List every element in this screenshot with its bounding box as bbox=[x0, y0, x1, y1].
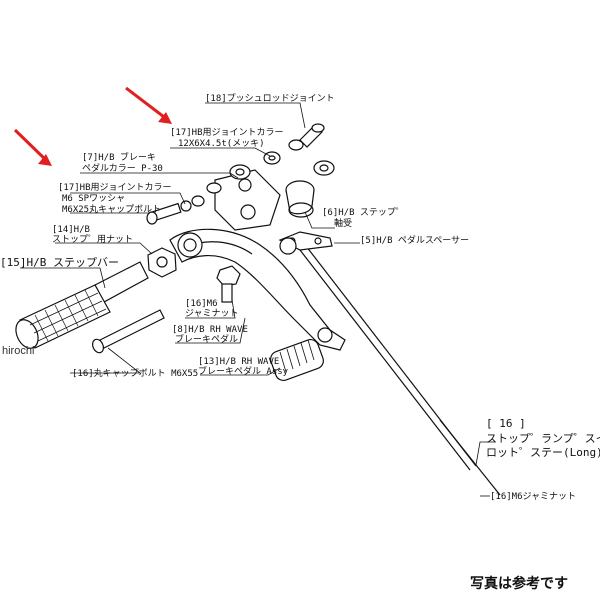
label-push-rod-joint: [18]プッシュロッドジョイント bbox=[205, 93, 335, 104]
label-brake-pedal: [8]H/B RH WAVE bbox=[172, 325, 248, 335]
label-step-bearing: [6]H/B ステップ゜ bbox=[322, 207, 405, 218]
watermark: hirochi bbox=[2, 345, 34, 357]
label-joint-collar-a: [17]HB用ジョイントカラー bbox=[170, 127, 284, 138]
brake-pedal-arm bbox=[169, 228, 346, 351]
label-joint-collar-b: [17]HB用ジョイントカラー bbox=[58, 182, 172, 193]
highlight-arrow-2 bbox=[13, 128, 52, 166]
leader-lines bbox=[20, 102, 495, 497]
jam-nut-m6 bbox=[216, 265, 241, 303]
step-bar bbox=[15, 261, 149, 349]
step-bar-nut bbox=[147, 247, 177, 278]
step-bearing bbox=[285, 180, 315, 218]
label-pedal-spacer: [5]H/B ペダルスペーサー bbox=[360, 234, 469, 246]
bearing-washer bbox=[313, 160, 335, 176]
label-jam-nut-mid: [16]M6 bbox=[185, 299, 218, 309]
label-brake-pedal-assy-spec: ブレーキペダル Assy bbox=[198, 365, 289, 377]
label-jam-nut-mid-spec: ジャミナット bbox=[185, 308, 239, 319]
label-brake-pedal-assy: [13]H/B RH WAVE bbox=[198, 357, 279, 367]
pedal-bracket-plate bbox=[214, 169, 281, 231]
label-joint-collar-a-spec: 12X6X4.5t(メッキ) bbox=[178, 139, 265, 149]
label-rod-stay-number: [ 16 ] bbox=[486, 417, 526, 430]
joint-collars bbox=[206, 151, 281, 194]
pedal-spacer bbox=[278, 231, 333, 255]
label-step-bar: [15]H/B ステップバー bbox=[0, 256, 119, 269]
label-brake-pedal-collar: [7]H/B ブレーキ bbox=[82, 151, 156, 163]
cap-bolt-m6x55 bbox=[91, 309, 165, 354]
label-jam-nut-right: [16]M6ジャミナット bbox=[490, 491, 576, 502]
label-step-nut-spec: ストップ゜用ナット bbox=[52, 234, 133, 245]
label-step-nut: [14]H/B bbox=[52, 225, 90, 235]
label-step-bearing-spec: 軸受 bbox=[334, 217, 352, 229]
label-rod-stay-long: ロット゜ステー(Long) bbox=[486, 446, 600, 459]
cap-bolt-m6x25 bbox=[146, 195, 205, 225]
label-cap-bolt-m6x25: M6X25丸キャップボルト bbox=[62, 203, 161, 215]
pedal-foot-peg bbox=[270, 327, 333, 381]
label-stop-lamp-switch: ストップ゜ランプ゜スイッチ bbox=[486, 432, 600, 445]
label-cap-bolt-m6x55: [16]丸キャップボルト M6X55 bbox=[72, 367, 198, 379]
highlight-arrow-1 bbox=[125, 86, 172, 124]
label-brake-pedal-spec: ブレーキペダル bbox=[175, 333, 238, 345]
stop-lamp-rod-stay bbox=[299, 245, 501, 496]
push-rod-joint bbox=[288, 123, 325, 151]
reference-note: 写真は参考です bbox=[470, 575, 568, 592]
label-sp-washer: M6 SPワッシャ bbox=[62, 194, 125, 204]
label-brake-pedal-collar-spec: ペダルカラー P-30 bbox=[82, 162, 163, 174]
